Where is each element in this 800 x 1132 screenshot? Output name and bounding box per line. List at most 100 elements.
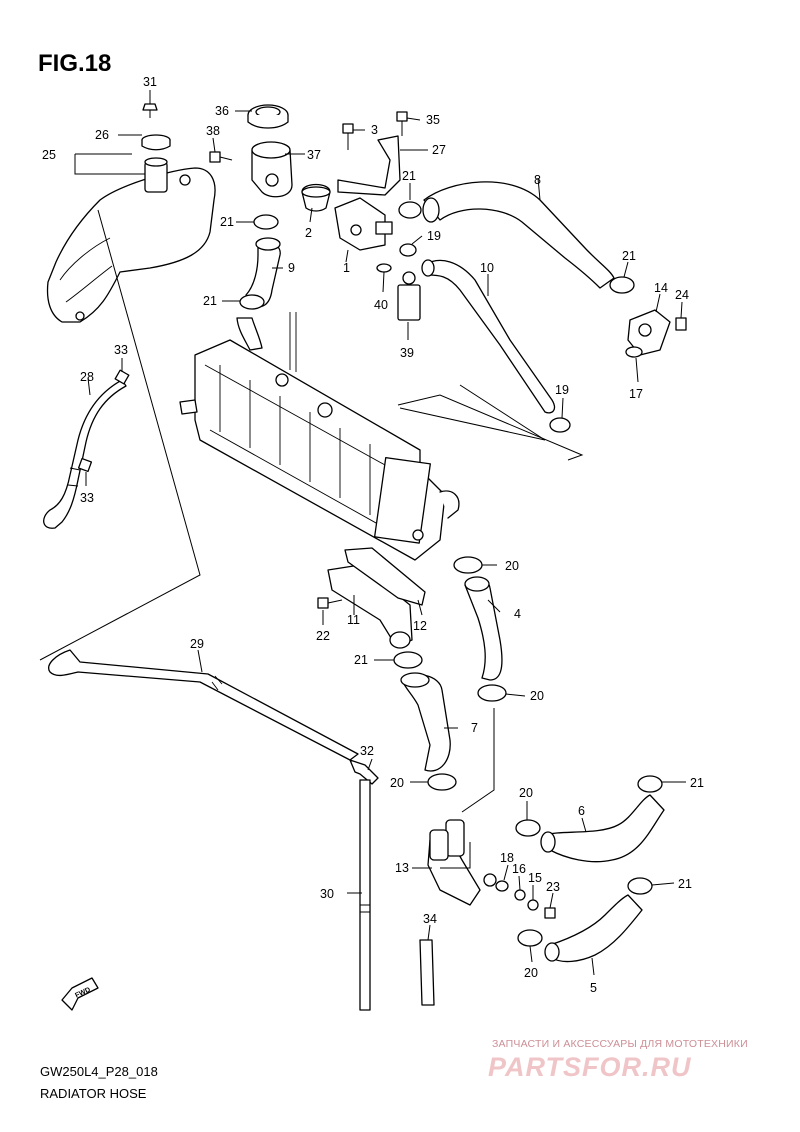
callout-19-lower: 19	[555, 383, 569, 397]
radiator-frame-lines	[39, 209, 584, 661]
o-ring-18	[495, 880, 509, 892]
callout-30: 30	[320, 887, 334, 901]
callout-20-hose4: 20	[530, 689, 544, 703]
clamp-21-hose6	[637, 775, 663, 793]
callout-labels: 1 2 3 4 5 6 7 8 9 10 11 12 13 14 15 16 1…	[42, 75, 704, 995]
hose-8	[422, 181, 615, 289]
callout-16: 16	[512, 862, 526, 876]
clamp-21-thermostat	[398, 201, 422, 219]
callout-29: 29	[190, 637, 204, 651]
leader-lines	[74, 90, 686, 976]
bolt-31	[142, 103, 158, 118]
callout-22: 22	[316, 629, 330, 643]
hose-10	[421, 259, 556, 414]
watermark-logo: PARTSFOR.RU	[488, 1052, 692, 1082]
bolt-3	[342, 123, 354, 150]
clamp-21-hose8	[609, 276, 635, 294]
callout-34: 34	[423, 912, 437, 926]
callout-21-hose9-bottom: 21	[203, 294, 217, 308]
callout-18: 18	[500, 851, 514, 865]
callout-28: 28	[80, 370, 94, 384]
reservoir-cap	[141, 134, 171, 151]
thermostat-housing	[334, 197, 393, 251]
filler-neck	[251, 141, 293, 198]
callout-1: 1	[343, 261, 350, 275]
hose-7	[400, 672, 451, 772]
callout-4: 4	[514, 607, 521, 621]
clamp-21-outlet	[393, 651, 423, 669]
clamp-20-hose7	[427, 773, 457, 791]
callout-6: 6	[578, 804, 585, 818]
callout-21-hose6: 21	[690, 776, 704, 790]
clamp-21-hose9-top	[253, 214, 279, 230]
callout-3: 3	[371, 123, 378, 137]
callout-21-hose9-top: 21	[220, 215, 234, 229]
breather-hose-30	[359, 779, 371, 1011]
breather-hose-29	[48, 649, 359, 761]
callout-23: 23	[546, 880, 560, 894]
thermostat	[301, 183, 331, 212]
callout-38: 38	[206, 124, 220, 138]
callout-19-upper: 19	[427, 229, 441, 243]
hose-4	[464, 576, 503, 681]
callout-14: 14	[654, 281, 668, 295]
callout-25: 25	[42, 148, 56, 162]
callout-36: 36	[215, 104, 229, 118]
reservoir-tank	[46, 157, 216, 323]
water-pipe-13	[427, 819, 497, 906]
figure-name: RADIATOR HOSE	[40, 1086, 147, 1101]
clip-33-lower	[77, 457, 93, 473]
clamp-20-pipe-upper	[515, 819, 541, 837]
bolt-24	[675, 317, 687, 331]
callout-20-pipe-lower: 20	[524, 966, 538, 980]
washer-16	[514, 889, 526, 901]
callout-11: 11	[347, 613, 360, 627]
clamp-19-upper	[399, 243, 417, 257]
callout-17: 17	[629, 387, 643, 401]
gasket-12	[344, 547, 426, 606]
callout-20-radiator: 20	[505, 559, 519, 573]
callout-21-thermostat: 21	[402, 169, 416, 183]
callout-15: 15	[528, 871, 542, 885]
washer-15	[527, 899, 539, 911]
callout-37: 37	[307, 148, 321, 162]
callout-31: 31	[143, 75, 157, 89]
callout-24: 24	[675, 288, 689, 302]
clip-34	[419, 939, 435, 1006]
callout-35: 35	[426, 113, 440, 127]
callout-10: 10	[480, 261, 494, 275]
bracket-27	[337, 135, 401, 196]
clamp-20-pipe-lower	[517, 929, 543, 947]
radiator-core	[179, 312, 460, 561]
callout-27: 27	[432, 143, 446, 157]
callout-21-hose5: 21	[678, 877, 692, 891]
callout-39: 39	[400, 346, 414, 360]
callout-33-lower: 33	[80, 491, 94, 505]
callout-33-upper: 33	[114, 343, 128, 357]
callout-13: 13	[395, 861, 409, 875]
bolt-23	[544, 907, 556, 919]
callout-20-hose7: 20	[390, 776, 404, 790]
watermark-caption: ЗАПЧАСТИ И АКСЕССУАРЫ ДЛЯ МОТОТЕХНИКИ	[492, 1038, 748, 1050]
hose-6	[540, 794, 665, 863]
clamp-20-hose4	[477, 684, 507, 702]
o-ring-40	[376, 263, 392, 273]
hose-5	[544, 894, 643, 963]
clamp-20-radiator	[453, 556, 483, 574]
figure-code: GW250L4_P28_018	[40, 1064, 158, 1079]
temp-sensor	[397, 271, 421, 321]
clip-33-upper	[114, 369, 130, 385]
clamp-21-hose9-bottom	[239, 294, 265, 310]
bolt-38	[209, 151, 233, 163]
bolt-22	[317, 597, 343, 609]
hose-9	[245, 237, 281, 308]
callout-32: 32	[360, 744, 374, 758]
callout-26: 26	[95, 128, 109, 142]
fitting-14	[627, 309, 671, 356]
callout-2: 2	[305, 226, 312, 240]
figure-title: FIG.18	[38, 50, 112, 77]
callout-7: 7	[471, 721, 478, 735]
radiator-cap	[247, 104, 289, 129]
callout-9: 9	[288, 261, 295, 275]
fwd-arrow-icon: FWD	[61, 977, 99, 1011]
